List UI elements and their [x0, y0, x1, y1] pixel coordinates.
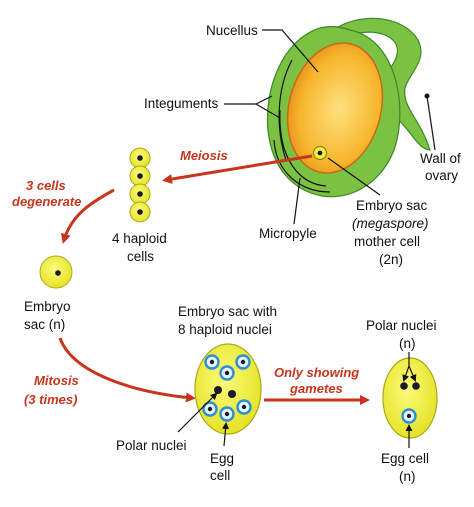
egg-cell-left-leader — [222, 422, 230, 447]
haploid-nucleus-2 — [137, 173, 143, 179]
nucleus-1-core — [209, 359, 215, 365]
gametes-sac-shape — [382, 357, 438, 439]
wall-of-ovary-label-1: Wall of — [420, 151, 461, 166]
egg-cell-left-label-1: Egg — [210, 451, 234, 466]
only-gametes-label-2: gametes — [289, 381, 343, 396]
meiosis-arrow — [162, 154, 313, 184]
nucellus-shape — [286, 42, 384, 174]
embryo-sac-n — [39, 255, 73, 289]
embryo-sac-mother-leader — [327, 157, 381, 196]
nucleus-2-core — [240, 359, 246, 365]
eight-nuclei-sac — [177, 343, 262, 447]
eight-nuclei-label-2: 8 haploid nuclei — [178, 322, 272, 337]
polar-nucleus-right-a — [400, 382, 408, 390]
egg-cell-left-label-2: cell — [210, 468, 230, 483]
ovary-wall — [329, 17, 431, 151]
integument-line-3 — [278, 59, 293, 161]
integuments-leader-b — [255, 103, 281, 119]
haploid-nucleus-1 — [137, 155, 143, 161]
haploid-cells-label-1: 4 haploid — [112, 231, 167, 246]
polar-nucleus-a — [214, 386, 222, 394]
polar-right-leader-a — [402, 365, 410, 382]
polar-nucleus-b — [228, 390, 236, 398]
nucleus-8-core — [241, 404, 247, 410]
nucellus-leader — [262, 29, 319, 73]
egg-nucleus-core — [224, 411, 230, 417]
polar-nuclei-left-leader — [177, 392, 218, 433]
nucleus-3-core — [224, 370, 230, 376]
embryo-sac-mother-label-1: Embryo sac — [356, 198, 428, 213]
process-arrows — [58, 154, 370, 405]
polar-nuclei-left-label: Polar nuclei — [116, 438, 187, 453]
haploid-nucleus-3 — [137, 191, 143, 197]
degenerate-arrow — [60, 188, 115, 244]
haploid-cells-label-2: cells — [127, 249, 154, 264]
integuments-leader-a — [255, 95, 273, 105]
embryo-sac-n-nucleus — [55, 270, 61, 276]
haploid-nucleus-4 — [137, 209, 143, 215]
integument-line-1 — [273, 139, 331, 193]
egg-cell-right-label-1: Egg cell — [381, 451, 429, 466]
micropyle-leader — [293, 177, 301, 225]
wall-of-ovary-leader — [426, 95, 436, 151]
polar-nuclei-right-label-1: Polar nuclei — [366, 318, 437, 333]
integument-line-2 — [279, 109, 327, 187]
only-gametes-label-1: Only showing — [274, 365, 359, 380]
embryo-sac-mother-label-4: (2n) — [379, 252, 403, 267]
gametes-sac — [382, 352, 438, 448]
wall-of-ovary-dot — [424, 93, 430, 99]
nucleus-6-core — [207, 406, 213, 412]
embryo-sac-n-label-2: sac (n) — [24, 317, 65, 332]
megaspore-mother-nucleus — [317, 150, 323, 156]
integuments-label: Integuments — [144, 96, 219, 111]
mitosis-label-2: (3 times) — [24, 392, 77, 407]
cells-degenerate-label-1: 3 cells — [26, 178, 66, 193]
leader-lines — [224, 29, 436, 225]
egg-cell-right-label-2: (n) — [399, 469, 416, 484]
nucellus-label: Nucellus — [206, 23, 258, 38]
egg-cell-right-core — [406, 413, 412, 419]
eight-nuclei — [202, 354, 252, 422]
embryo-sac-mother-label-2: (megaspore) — [352, 216, 429, 231]
mitosis-label-1: Mitosis — [34, 373, 79, 388]
haploid-cells — [129, 147, 151, 223]
embryo-sac-n-label-1: Embryo — [24, 299, 71, 314]
micropyle-label: Micropyle — [259, 226, 317, 241]
mitosis-arrow — [58, 337, 196, 403]
polar-nucleus-right-b — [412, 382, 420, 390]
cells-degenerate-label-2: degenerate — [12, 194, 81, 209]
meiosis-label: Meiosis — [180, 148, 228, 163]
eight-nuclei-label-1: Embryo sac with — [178, 304, 277, 319]
wall-of-ovary-label-2: ovary — [425, 168, 458, 183]
text-labels: Nucellus Integuments Wall of ovary Embry… — [12, 23, 461, 484]
embryo-sac-mother-label-3: mother cell — [354, 234, 420, 249]
polar-right-leader-b — [408, 365, 417, 382]
polar-nuclei-right-label-2: (n) — [399, 336, 416, 351]
ovule-illustration — [266, 17, 431, 198]
